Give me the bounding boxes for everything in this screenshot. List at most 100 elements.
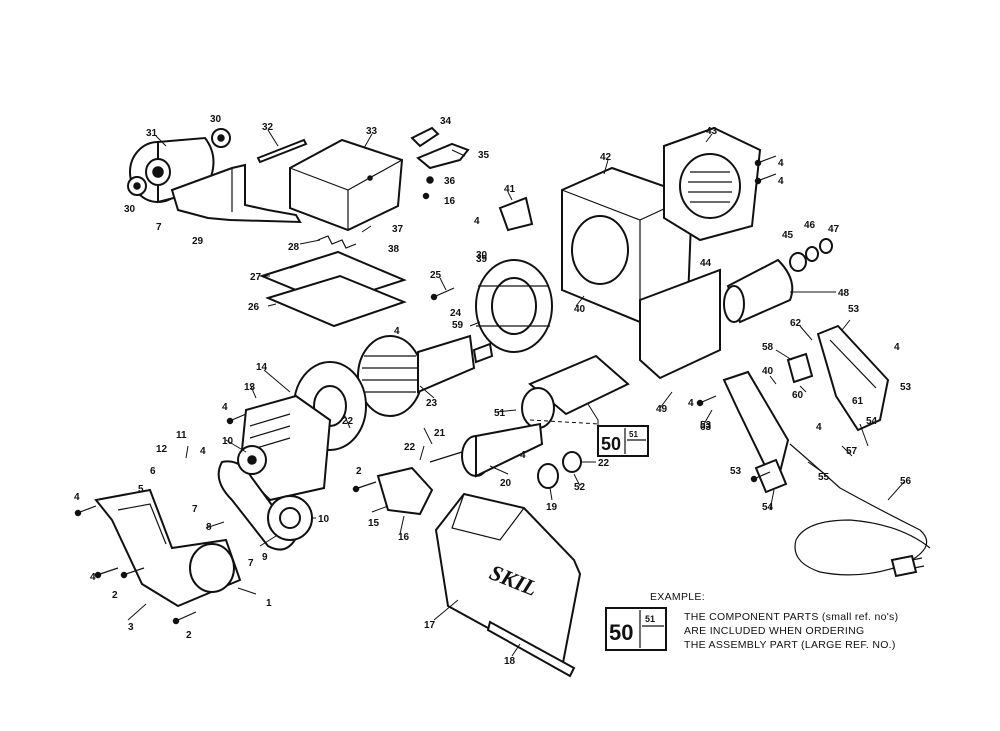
part-28-spring bbox=[317, 235, 357, 249]
part-56-power-cord bbox=[789, 443, 931, 578]
part-20-gear-shaft bbox=[429, 422, 544, 478]
callout-3: 3 bbox=[128, 622, 134, 633]
callout-18: 18 bbox=[504, 656, 516, 667]
callout-6: 6 bbox=[150, 466, 156, 477]
callout-45: 45 bbox=[782, 230, 794, 241]
callout-61: 61 bbox=[852, 396, 864, 407]
callout-4: 4 bbox=[816, 422, 822, 433]
callout-41: 41 bbox=[504, 184, 516, 195]
callout-63: 63 bbox=[700, 422, 712, 433]
callout-35: 35 bbox=[478, 150, 490, 161]
part-18-bag-clip bbox=[486, 620, 576, 678]
callout-34: 34 bbox=[440, 116, 452, 127]
callout-46: 46 bbox=[804, 220, 816, 231]
part-30-bearing-top bbox=[211, 128, 231, 148]
callout-4: 4 bbox=[688, 398, 694, 409]
part-26-gasket bbox=[265, 274, 407, 328]
callout-4: 4 bbox=[90, 572, 96, 583]
callout-57: 57 bbox=[846, 446, 858, 457]
callout-28: 28 bbox=[288, 242, 300, 253]
part-42-frame bbox=[561, 166, 721, 380]
assembly-big-ref: 50 bbox=[601, 434, 621, 454]
callout-7: 7 bbox=[192, 504, 198, 515]
callout-30: 30 bbox=[210, 114, 222, 125]
callout-47: 47 bbox=[828, 224, 840, 235]
callout-59: 59 bbox=[452, 320, 464, 331]
callout-62: 62 bbox=[790, 318, 802, 329]
callout-33: 33 bbox=[366, 126, 378, 137]
part-29-bracket bbox=[170, 163, 302, 224]
part-10-pulley-small bbox=[237, 445, 267, 475]
example-line-2: ARE INCLUDED WHEN ORDERING bbox=[684, 625, 864, 637]
callout-10: 10 bbox=[318, 514, 330, 525]
callout-53: 53 bbox=[700, 420, 712, 431]
callout-36: 36 bbox=[444, 176, 456, 187]
callout-31: 31 bbox=[146, 128, 158, 139]
callout-40: 40 bbox=[574, 304, 586, 315]
callout-40: 40 bbox=[762, 366, 774, 377]
callout-7: 7 bbox=[156, 222, 162, 233]
example-small-ref: 51 bbox=[645, 614, 655, 624]
callout-27: 27 bbox=[250, 272, 262, 283]
callout-37: 37 bbox=[392, 224, 404, 235]
callout-48: 48 bbox=[838, 288, 850, 299]
example-line-1: THE COMPONENT PARTS (small ref. no's) bbox=[684, 611, 898, 623]
callout-22: 22 bbox=[404, 442, 416, 453]
callout-4: 4 bbox=[394, 326, 400, 337]
callout-26: 26 bbox=[248, 302, 260, 313]
callout-29: 29 bbox=[192, 236, 204, 247]
callout-52: 52 bbox=[574, 482, 586, 493]
callout-22: 22 bbox=[598, 458, 610, 469]
part-3-belt-cover bbox=[94, 488, 242, 608]
callout-4: 4 bbox=[474, 216, 480, 227]
part-10-pulley-large bbox=[267, 495, 313, 541]
callout-38: 38 bbox=[388, 244, 400, 255]
callout-51: 51 bbox=[494, 408, 506, 419]
part-39-field bbox=[475, 259, 553, 353]
callout-30: 30 bbox=[124, 204, 136, 215]
callout-53: 53 bbox=[848, 304, 860, 315]
callout-17: 17 bbox=[424, 620, 436, 631]
example-big-ref: 50 bbox=[609, 620, 633, 645]
callout-60: 60 bbox=[792, 390, 804, 401]
callout-20: 20 bbox=[500, 478, 512, 489]
callout-4: 4 bbox=[894, 342, 900, 353]
part-33-cover bbox=[289, 138, 404, 232]
callout-4: 4 bbox=[200, 446, 206, 457]
part-32-pin bbox=[256, 138, 308, 164]
callout-44: 44 bbox=[700, 258, 712, 269]
assembly-small-ref: 51 bbox=[629, 430, 638, 439]
callout-12: 12 bbox=[156, 444, 168, 455]
leader-lines bbox=[127, 129, 905, 657]
assembly-ref-box: 50 51 bbox=[597, 425, 649, 457]
callout-30: 30 bbox=[476, 250, 488, 261]
callout-2: 2 bbox=[356, 466, 362, 477]
example-line-3: THE ASSEMBLY PART (LARGE REF. NO.) bbox=[684, 639, 896, 651]
part-48-cylinder bbox=[723, 258, 794, 324]
part-54-handle bbox=[722, 370, 790, 494]
example-legend: EXAMPLE: 50 51 THE COMPONENT PARTS (smal… bbox=[605, 591, 898, 651]
part-19-52-bearings bbox=[537, 451, 582, 489]
callout-5: 5 bbox=[138, 484, 144, 495]
callout-53: 53 bbox=[900, 382, 912, 393]
example-heading: EXAMPLE: bbox=[650, 591, 705, 603]
part-30-bearing-left bbox=[127, 176, 147, 196]
part-23-armature bbox=[357, 334, 494, 417]
part-43-end-cover bbox=[663, 126, 762, 242]
callout-24: 24 bbox=[450, 308, 462, 319]
callout-9: 9 bbox=[262, 552, 268, 563]
callout-4: 4 bbox=[74, 492, 80, 503]
part-41-mount bbox=[498, 196, 534, 232]
callout-7: 7 bbox=[248, 558, 254, 569]
callout-54: 54 bbox=[866, 416, 878, 427]
callout-49: 49 bbox=[656, 404, 668, 415]
callout-23: 23 bbox=[426, 398, 438, 409]
callout-22: 22 bbox=[342, 416, 354, 427]
callout-11: 11 bbox=[176, 430, 187, 441]
callout-2: 2 bbox=[186, 630, 192, 641]
part-45-47-washers bbox=[789, 238, 833, 272]
callout-1: 1 bbox=[266, 598, 272, 609]
callout-56: 56 bbox=[900, 476, 912, 487]
callout-16: 16 bbox=[398, 532, 410, 543]
